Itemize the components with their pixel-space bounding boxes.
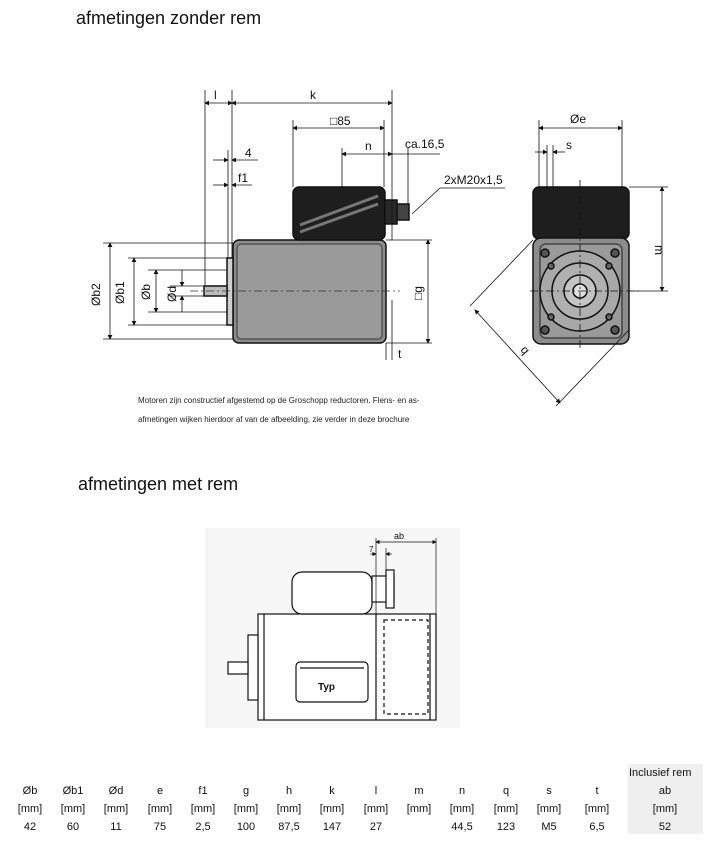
table-header: Øb bbox=[22, 785, 38, 797]
table-unit: [mm] bbox=[147, 803, 173, 815]
table-header: Øb1 bbox=[62, 785, 84, 797]
table-unit: [mm] bbox=[584, 803, 610, 815]
table-header: e bbox=[156, 785, 164, 797]
label-e: Øe bbox=[570, 112, 586, 126]
table-header: Ød bbox=[108, 785, 124, 797]
label-t: t bbox=[398, 347, 402, 361]
label-d: Ød bbox=[165, 286, 179, 302]
table-value: 87,5 bbox=[278, 821, 300, 833]
table-unit: [mm] bbox=[319, 803, 345, 815]
table-value: 123 bbox=[496, 821, 516, 833]
label-typ: Typ bbox=[318, 682, 335, 693]
dimension-table: Inclusief rem Øb Øb1 Ød e f1 g h k l m n… bbox=[0, 764, 711, 846]
table-header: l bbox=[374, 785, 378, 797]
table-unit: [mm] bbox=[190, 803, 216, 815]
table-header: ab bbox=[658, 785, 672, 797]
table-header: g bbox=[242, 785, 250, 797]
table-unit: [mm] bbox=[406, 803, 432, 815]
label-b1: Øb1 bbox=[113, 281, 127, 304]
label-b2: Øb2 bbox=[89, 283, 103, 306]
table-value: 27 bbox=[369, 821, 383, 833]
table-unit: [mm] bbox=[17, 803, 43, 815]
table-header: h bbox=[285, 785, 293, 797]
table-header: n bbox=[458, 785, 466, 797]
table-unit: [mm] bbox=[652, 803, 678, 815]
table-value: 75 bbox=[153, 821, 167, 833]
label-ab: ab bbox=[394, 531, 404, 541]
label-n: n bbox=[365, 139, 372, 153]
table-unit: [mm] bbox=[493, 803, 519, 815]
label-s: s bbox=[566, 138, 572, 152]
motor-front-view bbox=[532, 186, 630, 345]
motor-side-view bbox=[190, 186, 410, 344]
label-g: □g bbox=[411, 286, 425, 300]
caption-line-1: Motoren zijn constructief afgestemd op d… bbox=[138, 396, 420, 405]
table-header: k bbox=[329, 785, 335, 797]
table-header: m bbox=[414, 785, 424, 797]
label-7: 7 bbox=[369, 545, 374, 554]
table-value: 100 bbox=[236, 821, 256, 833]
title-with-brake: afmetingen met rem bbox=[78, 474, 239, 494]
table-value: M5 bbox=[541, 821, 557, 833]
label-f1: f1 bbox=[238, 171, 248, 185]
drawing-with-brake: ab 7 Typ bbox=[205, 528, 460, 728]
table-value: 44,5 bbox=[451, 821, 473, 833]
brake-column-shade bbox=[628, 764, 703, 834]
label-m: m bbox=[652, 245, 666, 255]
table-value: 60 bbox=[66, 821, 80, 833]
label-k: k bbox=[310, 88, 317, 102]
table-unit: [mm] bbox=[60, 803, 86, 815]
table-value: 147 bbox=[322, 821, 342, 833]
table-value: 52 bbox=[658, 821, 672, 833]
table-unit: [mm] bbox=[276, 803, 302, 815]
table-unit: [mm] bbox=[449, 803, 475, 815]
label-q: q bbox=[518, 343, 533, 357]
label-b: Øb bbox=[139, 284, 153, 300]
label-l: l bbox=[214, 88, 217, 102]
table-value: 6,5 bbox=[589, 821, 605, 833]
table-unit: [mm] bbox=[536, 803, 562, 815]
table-value: 2,5 bbox=[195, 821, 211, 833]
table-unit: [mm] bbox=[233, 803, 259, 815]
table-unit: [mm] bbox=[363, 803, 389, 815]
table-value: 11 bbox=[110, 821, 122, 833]
table-header: s bbox=[546, 785, 552, 797]
caption-line-2: afmetingen wijken hierdoor af van de afb… bbox=[138, 415, 410, 424]
title-without-brake: afmetingen zonder rem bbox=[76, 8, 262, 28]
table-unit: [mm] bbox=[103, 803, 129, 815]
label-4: 4 bbox=[245, 146, 252, 160]
table-header: f1 bbox=[198, 785, 208, 797]
table-value: 42 bbox=[23, 821, 37, 833]
drawing-without-brake: l k □85 n ca.16,5 4 f1 2xM20x1,5 Øb2 Øb1… bbox=[89, 88, 668, 407]
label-ca: ca.16,5 bbox=[405, 137, 445, 151]
label-2xM20: 2xM20x1,5 bbox=[444, 173, 503, 187]
table-header: t bbox=[595, 785, 599, 797]
table-extra-header: Inclusief rem bbox=[629, 767, 692, 779]
table-header: q bbox=[502, 785, 510, 797]
label-sq85: □85 bbox=[330, 114, 351, 128]
